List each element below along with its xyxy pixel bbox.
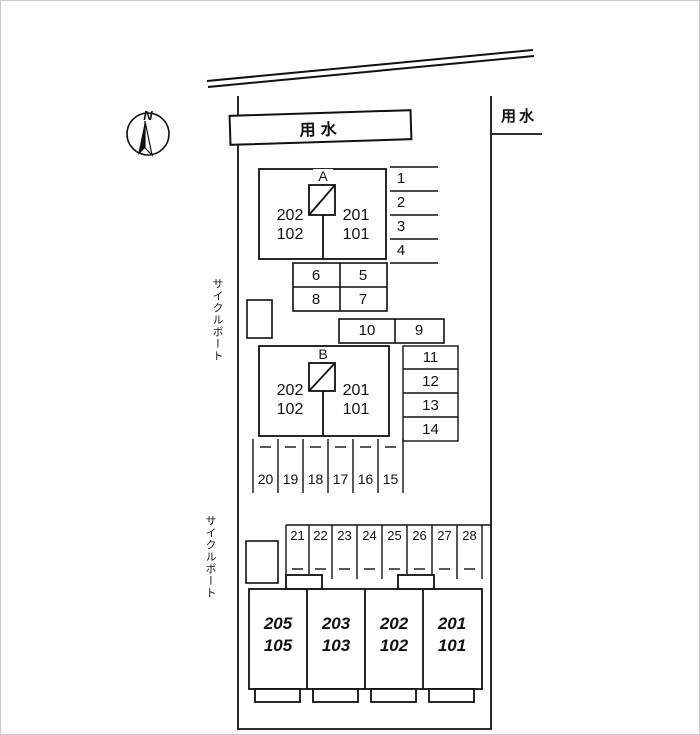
building-south-unit-1: 205 105 [250,613,306,657]
water-channel-banner: 用水 [228,109,413,146]
building-south-unit-4: 201 101 [424,613,480,657]
building-south-unit-3: 202 102 [366,613,422,657]
parking-space-23: 23 [337,528,352,543]
parking-space-18: 18 [307,471,324,487]
building-south-unit-2-upper: 203 [321,614,351,633]
building-a-unit-left-upper: 202 [276,207,304,224]
parking-space-3: 3 [396,218,406,235]
parking-space-22: 22 [313,528,328,543]
parking-space-2: 2 [396,194,406,211]
compass-north-label: N [143,108,153,123]
building-south-unit-1-upper: 205 [263,614,293,633]
building-b-unit-right-upper: 201 [342,382,370,399]
building-south-unit-2: 203 103 [308,613,364,657]
parking-space-13: 13 [422,397,439,414]
parking-space-24: 24 [362,528,377,543]
building-a-unit-left-lower: 102 [276,226,304,243]
building-a-unit-right: 201 101 [329,206,383,244]
parking-space-5: 5 [358,267,368,284]
compass-north-icon [126,112,170,157]
parking-space-26: 26 [412,528,427,543]
building-south-outline [248,574,483,703]
water-channel-banner-label: 用水 [299,120,342,140]
building-b-unit-left: 202 102 [263,381,317,419]
parking-space-11: 11 [422,349,439,366]
parking-space-19: 19 [282,471,299,487]
parking-stalls-11-14-lines [402,345,459,442]
building-a-label: A [313,169,333,184]
building-south-unit-1-lower: 105 [263,636,293,655]
building-b-unit-left-upper: 202 [276,382,304,399]
building-south-unit-3-lower: 102 [379,636,409,655]
parking-space-9: 9 [414,322,424,339]
cycle-port-2-box [245,540,279,584]
parking-space-28: 28 [462,528,477,543]
parking-stalls-21-28-lines [285,524,491,579]
parking-grid-5-8-lines [292,262,388,312]
building-b-label: B [313,347,333,362]
building-south-unit-3-upper: 202 [379,614,409,633]
parking-space-12: 12 [422,373,439,390]
cycle-port-1-box [246,299,273,339]
parking-space-21: 21 [290,528,305,543]
parking-space-15: 15 [382,471,399,487]
water-channel-right-label: 用水 [500,108,537,125]
cycle-port-1-label: サイクルポート [211,278,223,362]
parking-stalls-1-4-lines [390,166,438,264]
parking-space-10: 10 [358,322,376,339]
parking-space-25: 25 [387,528,402,543]
cycle-port-2-label: サイクルポート [204,515,216,599]
building-a-unit-right-upper: 201 [342,207,370,224]
parking-space-17: 17 [332,471,349,487]
site-boundary [237,96,542,730]
parking-space-16: 16 [357,471,374,487]
building-b-unit-right: 201 101 [329,381,383,419]
parking-space-6: 6 [311,267,321,284]
parking-space-27: 27 [437,528,452,543]
building-south-unit-4-upper: 201 [437,614,467,633]
road-double-line [206,49,535,88]
parking-space-7: 7 [358,291,368,308]
building-south-unit-2-lower: 103 [321,636,351,655]
building-b-unit-right-lower: 101 [342,401,370,418]
building-a-unit-left: 202 102 [263,206,317,244]
parking-space-1: 1 [396,170,406,187]
building-a-unit-right-lower: 101 [342,226,370,243]
parking-space-14: 14 [422,421,439,438]
parking-space-4: 4 [396,242,406,259]
parking-space-20: 20 [257,471,274,487]
parking-stalls-15-20-lines [252,439,404,493]
parking-space-8: 8 [311,291,321,308]
building-south-unit-4-lower: 101 [437,636,467,655]
parking-row-9-10-lines [338,318,445,344]
building-b-unit-left-lower: 102 [276,401,304,418]
